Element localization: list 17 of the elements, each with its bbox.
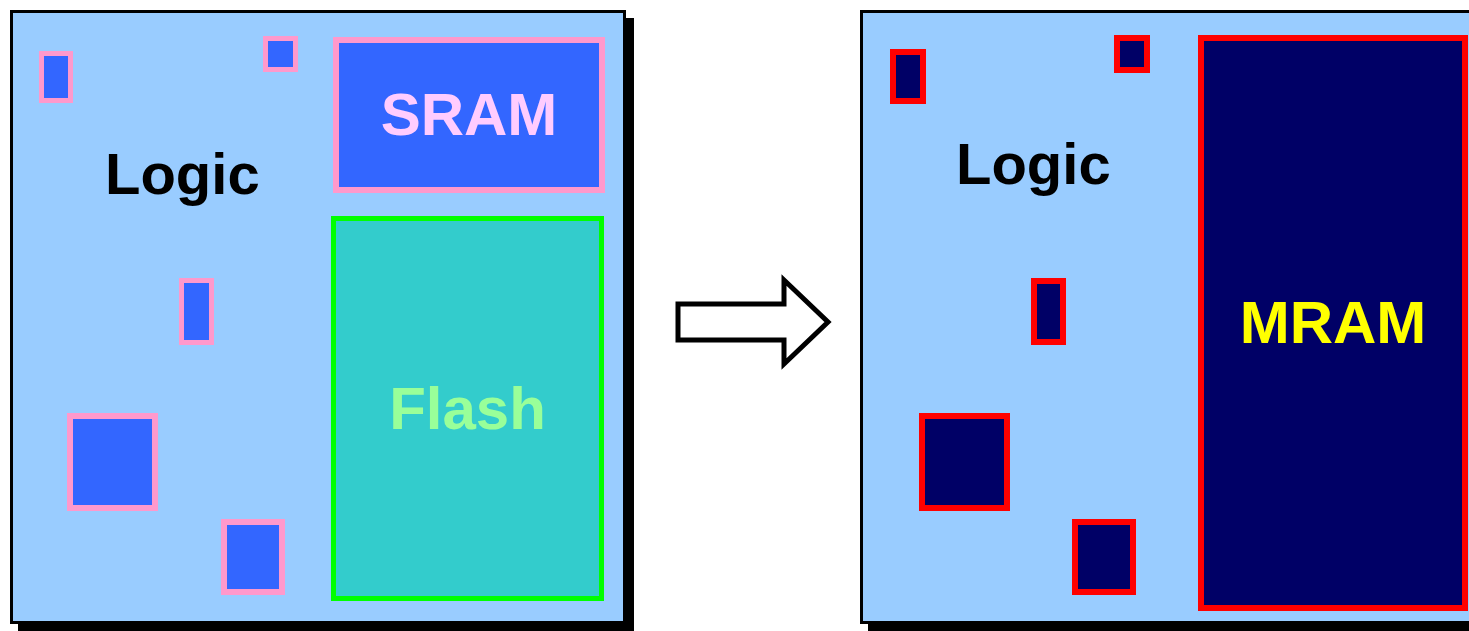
- logic-block: [179, 278, 214, 345]
- block-label: MRAM: [1239, 293, 1427, 353]
- memory-block: [1198, 35, 1468, 611]
- block-arrow: [675, 274, 832, 370]
- logic-block: [919, 413, 1010, 511]
- logic-block: [1031, 278, 1066, 345]
- memory-block: [333, 37, 605, 193]
- logic-block: [67, 413, 158, 511]
- block-label: SRAM: [380, 85, 558, 145]
- logic-block: [263, 36, 298, 72]
- logic-block: [39, 51, 73, 103]
- logic-block: [1072, 519, 1136, 595]
- logic-block: [890, 49, 926, 104]
- logic-block: [221, 519, 285, 595]
- logic-block: [1114, 35, 1150, 73]
- block-label: Flash: [389, 378, 546, 439]
- memory-block: [331, 216, 604, 601]
